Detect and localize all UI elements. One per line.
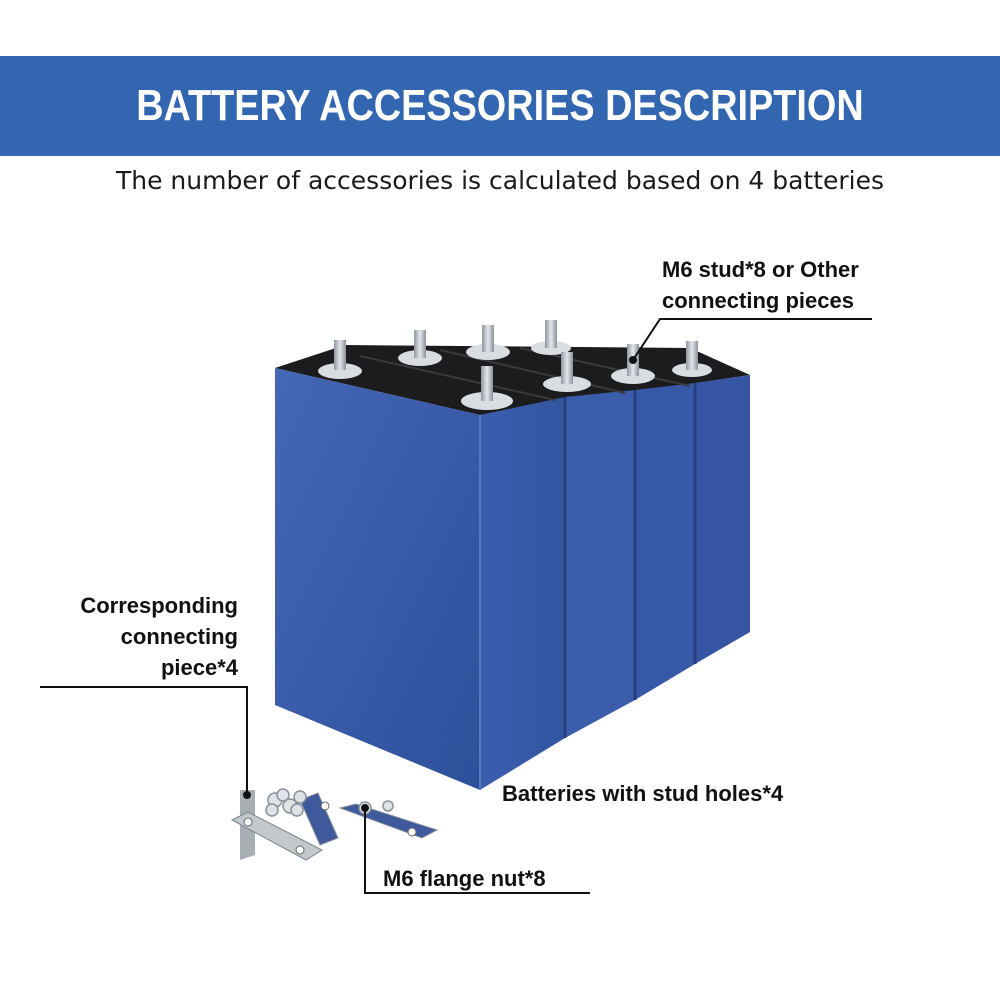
battery-front-face xyxy=(275,368,480,790)
stud xyxy=(531,320,571,355)
connector-callout-line1: Corresponding xyxy=(80,593,238,618)
flange-nut xyxy=(290,803,304,817)
flange-nut xyxy=(382,800,394,812)
connector-leader-line xyxy=(40,686,248,795)
battery-cell-2 xyxy=(565,390,635,738)
stud-leader-line xyxy=(632,318,872,361)
stud xyxy=(672,341,712,377)
nut-leader-line xyxy=(364,808,590,894)
nut-callout: M6 flange nut*8 xyxy=(383,866,546,891)
flange-nut xyxy=(276,788,290,802)
connecting-piece xyxy=(299,792,339,846)
stud-callout-line1: M6 stud*8 or Other xyxy=(662,257,859,282)
battery-cell-1 xyxy=(480,397,565,790)
battery-callout: Batteries with stud holes*4 xyxy=(502,781,784,806)
battery-cell-4 xyxy=(695,375,750,664)
page-title: BATTERY ACCESSORIES DESCRIPTION xyxy=(136,81,864,130)
leader-lines xyxy=(40,318,872,894)
stud xyxy=(318,340,362,379)
header-banner: BATTERY ACCESSORIES DESCRIPTION xyxy=(0,56,1000,156)
battery-cell-3 xyxy=(635,383,695,700)
stud xyxy=(461,366,513,410)
connector-callout-line2: connecting xyxy=(120,624,238,649)
flange-nut xyxy=(293,790,307,804)
flange-nut xyxy=(265,803,279,817)
connecting-pieces xyxy=(230,790,439,861)
battery-pack xyxy=(275,345,750,790)
stud-callout-line2: connecting pieces xyxy=(662,288,854,313)
stud-callout: M6 stud*8 or Other connecting pieces xyxy=(662,254,859,316)
stud xyxy=(398,330,442,366)
connector-callout: Corresponding connecting piece*4 xyxy=(20,590,238,683)
connector-callout-line3: piece*4 xyxy=(160,655,238,680)
stud xyxy=(543,352,591,392)
subtitle: The number of accessories is calculated … xyxy=(115,166,885,195)
stud xyxy=(466,325,510,360)
